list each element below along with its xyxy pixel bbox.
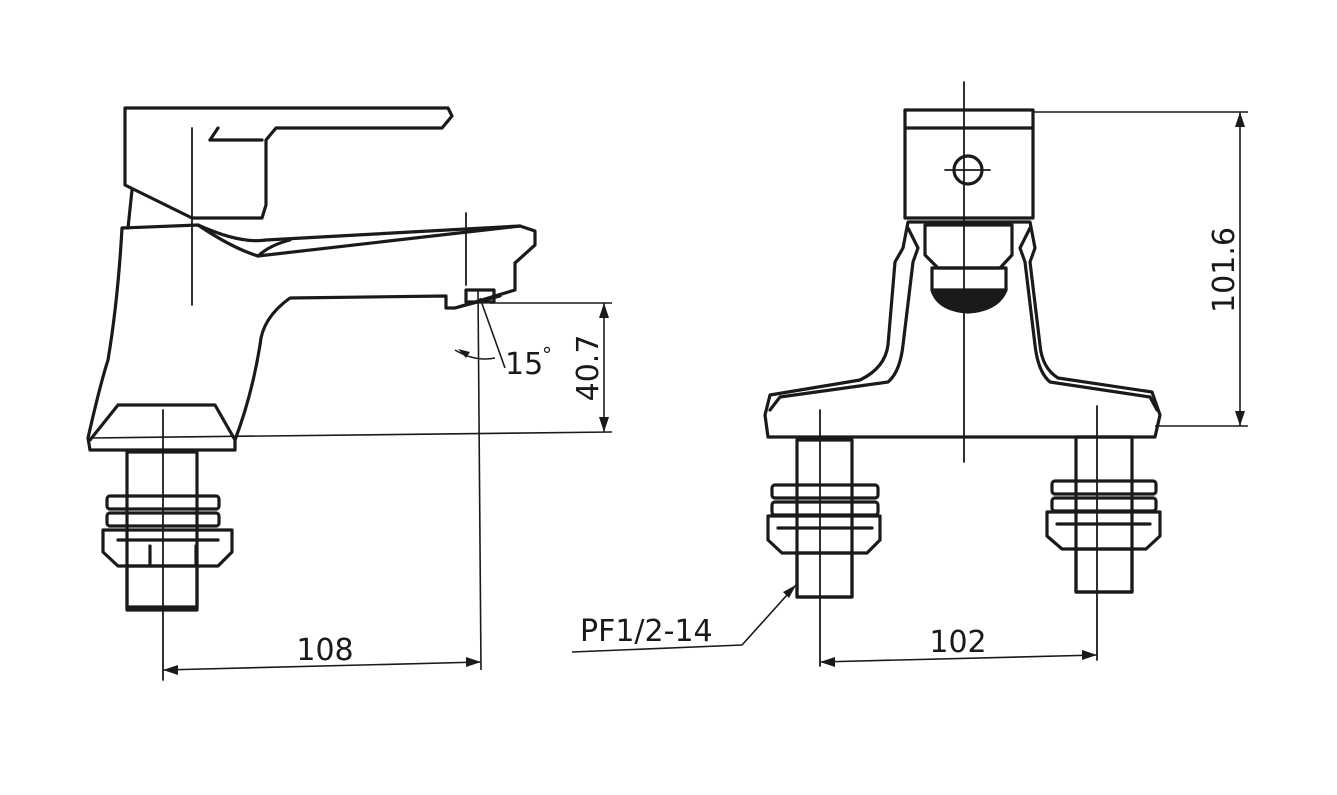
side-handle (123, 106, 454, 220)
front-left-shank (795, 438, 854, 599)
side-dimensions (89, 289, 613, 675)
side-body (86, 223, 537, 452)
reach-dimension-label: 108 (296, 633, 353, 668)
degree-mark: ° (542, 343, 552, 367)
front-handle (903, 108, 1035, 220)
total-height-label: 101.6 (1207, 227, 1242, 313)
spacing-dimension-label: 102 (929, 625, 986, 660)
thread-spec-label: PF1/2-14 (580, 614, 713, 649)
side-view (86, 106, 537, 681)
front-view (763, 81, 1162, 667)
height-dimension-label: 40.7 (571, 335, 606, 402)
front-right-shank (1074, 435, 1134, 594)
front-body (763, 220, 1162, 439)
front-dimensions (571, 111, 1248, 667)
angle-label: 15 (505, 347, 543, 382)
